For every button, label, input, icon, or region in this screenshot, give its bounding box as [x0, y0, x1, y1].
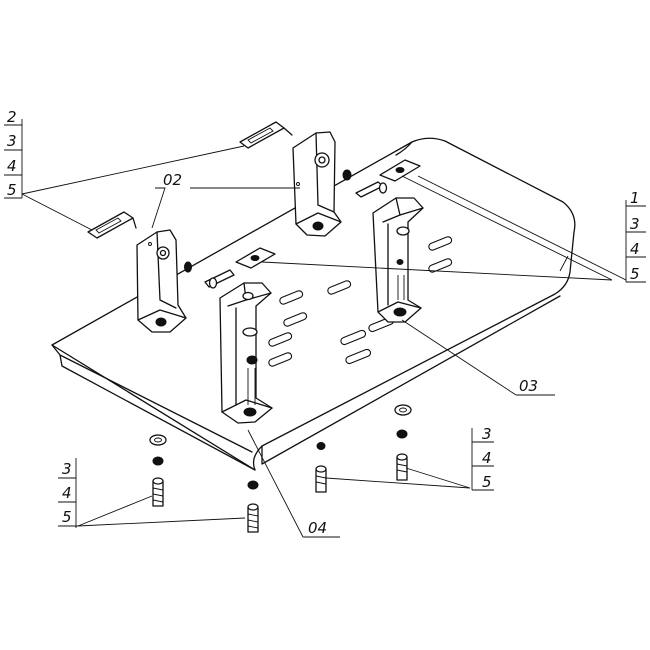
bracket-front: [219, 282, 273, 424]
svg-text:4: 4: [62, 484, 72, 502]
svg-text:4: 4: [7, 157, 17, 175]
callout-03: 03: [519, 377, 538, 395]
bracket-right: [372, 197, 424, 323]
callout-bottom-left: 3 4 5: [58, 460, 78, 527]
callout-top-left: 2 3 4 5: [4, 108, 22, 199]
callout-04: 04: [308, 519, 327, 537]
svg-text:4: 4: [630, 240, 640, 258]
leader-lines: [21, 119, 627, 538]
svg-text:3: 3: [482, 425, 492, 443]
svg-text:2: 2: [7, 108, 17, 126]
bracket-middle: [292, 131, 342, 237]
svg-text:5: 5: [62, 508, 72, 526]
callout-right: 1 3 4 5: [626, 189, 646, 283]
clip-plate-center: [235, 247, 276, 269]
callout-bottom-right: 3 4 5: [472, 425, 494, 491]
clip-plate-left: [87, 211, 137, 239]
svg-text:1: 1: [630, 189, 640, 207]
svg-text:5: 5: [7, 181, 17, 199]
callout-02: 02: [163, 171, 182, 189]
svg-text:3: 3: [7, 132, 17, 150]
svg-text:3: 3: [630, 215, 640, 233]
svg-text:3: 3: [62, 460, 72, 478]
svg-text:5: 5: [630, 265, 640, 283]
svg-text:5: 5: [482, 473, 492, 491]
bracket-left: [136, 229, 187, 333]
skid-plate: [51, 137, 576, 471]
plate-slots: [268, 236, 453, 367]
svg-text:4: 4: [482, 449, 492, 467]
clip-plate-right: [379, 159, 421, 182]
bolts-horizontal: [184, 169, 388, 289]
fasteners-bottom: [149, 404, 412, 533]
clip-plate-top: [239, 121, 293, 149]
